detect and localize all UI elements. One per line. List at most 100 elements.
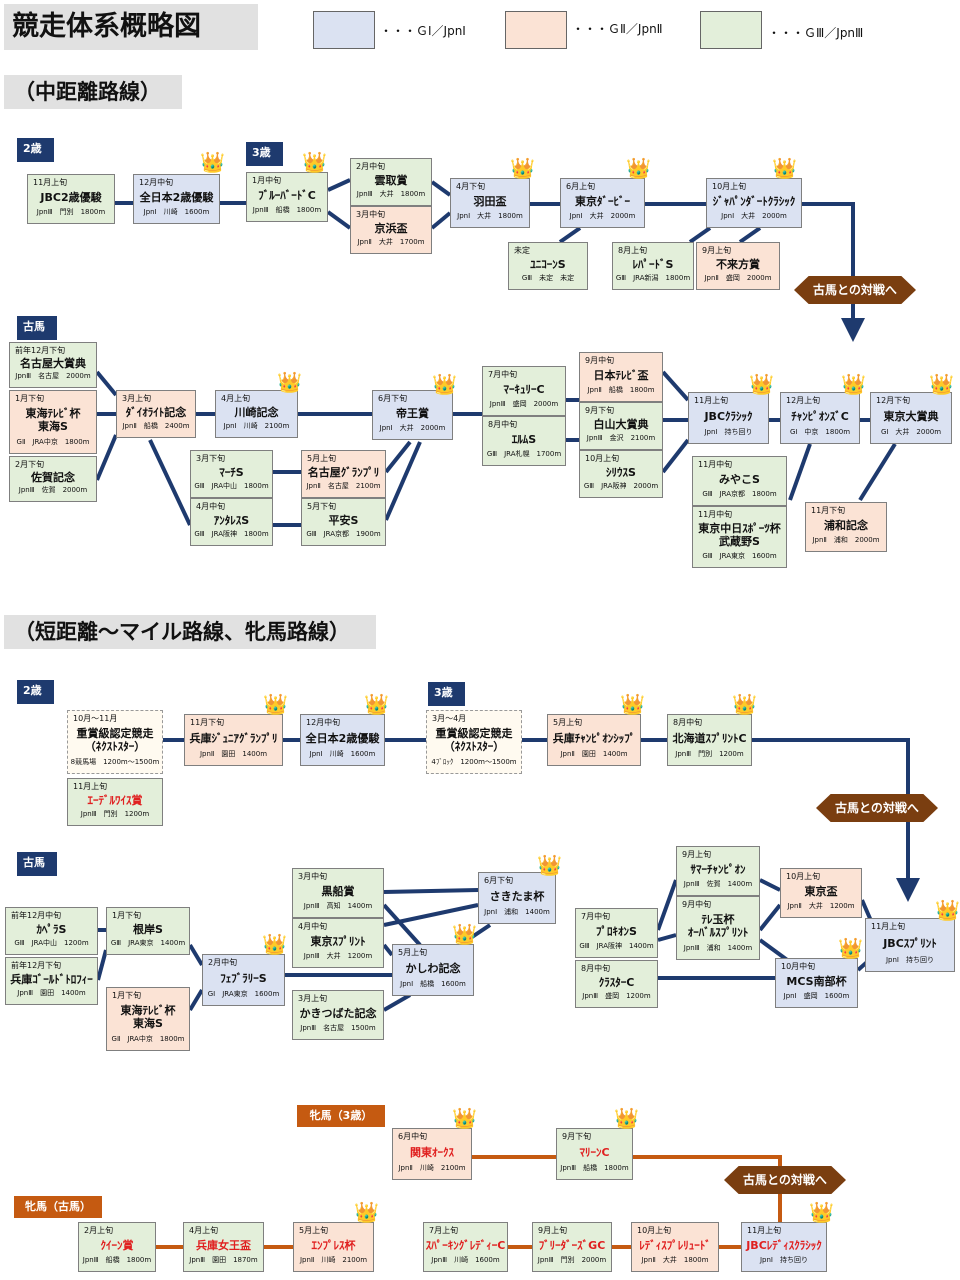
race-date: 12月中旬 [306, 718, 341, 727]
section-title-short: （短距離～マイル路線、牝馬路線） [4, 615, 376, 649]
race-name: JBC2歳優駿 [40, 191, 102, 204]
race-name: ｸｲｰﾝ賞 [100, 1239, 134, 1252]
crown-icon: 👑 [841, 372, 866, 396]
race-info: JpnⅠ 大井 2000m [379, 424, 446, 432]
race-info: GⅢ JRA東京 1400m [110, 939, 186, 947]
line-negishi-february [188, 943, 204, 967]
race-date: 10月上旬 [585, 454, 620, 463]
legend-label-g2: ・・・ＧⅡ／JpnⅡ [572, 22, 663, 36]
banner-to-older-middle: 古馬との対戦へ [794, 276, 916, 304]
line-kakitsubata-kashiwa [383, 993, 411, 1012]
race-info: GⅢ JRA新潟 1800m [615, 274, 691, 282]
age-label-old: 古馬 [17, 316, 57, 340]
line-kurofune-sakitama [383, 888, 479, 894]
race-info: GⅢ JRA東京 1600m [702, 552, 777, 560]
race-info: JpnⅢ 佐賀 2000m [18, 486, 88, 494]
race-name: 雲取賞 [374, 174, 408, 187]
race-name: 黒船賞 [321, 885, 355, 898]
race-name: ﾏｰﾁS [219, 466, 244, 479]
race-name: 兵庫ﾁｬﾝﾋﾟｵﾝｼｯﾌﾟ [552, 732, 636, 745]
race-date: 2月上旬 [84, 1226, 114, 1235]
section-title-middle: （中距離路線） [4, 75, 182, 109]
age-label-2yo: 2歳 [17, 138, 54, 162]
race-date: 12月中旬 [139, 178, 174, 187]
race-info: JpnⅠ 川崎 1600m [143, 208, 210, 216]
race-info: JpnⅡ 大井 1800m [641, 1256, 709, 1264]
race-info: JpnⅡ 大井 1700m [357, 238, 425, 246]
race-date: 9月中旬 [585, 356, 615, 365]
line-miyako-champions [788, 443, 812, 501]
race-name: ｶﾍﾟﾗS [36, 923, 67, 936]
line-hyogoGT-negishi [96, 949, 108, 981]
line-urawa-tokyodai [858, 442, 897, 502]
race-date: 3月上旬 [122, 394, 152, 403]
race-name: 根岸S [133, 923, 163, 936]
race-info: GⅢ JRA札幌 1700m [486, 450, 562, 458]
race-date: 8月中旬 [581, 964, 611, 973]
race-date: 7月中旬 [488, 370, 518, 379]
race-info: JpnⅡ 園田 1400m [199, 750, 268, 758]
legend-swatch-g1 [313, 11, 375, 49]
race-info: GⅢ JRA京都 1900m [306, 530, 381, 538]
race-info: JpnⅡ 船橋 1800m [587, 386, 655, 394]
race-name: みやこS [719, 473, 760, 486]
race-name: ﾕﾆｺｰﾝS [530, 258, 566, 271]
race-info: JpnⅢ 門別 2000m [537, 1256, 607, 1264]
race-name: かしわ記念 [405, 962, 461, 975]
crown-icon: 👑 [537, 853, 562, 877]
race-name: 東京ﾀﾞｰﾋﾞｰ [575, 195, 630, 208]
race-info: GⅢ 未定 未定 [521, 274, 575, 282]
race-name: 佐賀記念 [31, 471, 75, 484]
race-date: 4月中旬 [196, 502, 226, 511]
race-name: ｴﾝﾌﾟﾚｽ杯 [311, 1239, 356, 1252]
race-info: JpnⅡ 盛岡 2000m [704, 274, 772, 282]
race-info: JpnⅢ 佐賀 1400m [683, 880, 753, 888]
race-date: 3月～4月 [432, 714, 467, 723]
race-info: JpnⅢ 名古屋 2000m [15, 372, 91, 380]
race-date: 2月下旬 [15, 460, 45, 469]
race-info: JpnⅢ 大井 1200m [303, 952, 373, 960]
line-heian-teio [384, 441, 422, 521]
race-name: JBCｸﾗｼｯｸ [704, 410, 753, 423]
race-info: JpnⅡ 船橋 2400m [122, 422, 190, 430]
race-date: 11月中旬 [698, 510, 733, 519]
line-sirius-jbc [661, 438, 690, 474]
race-info: GⅢ JRA中山 1800m [194, 482, 269, 490]
race-name: 北海道ｽﾌﾟﾘﾝﾄC [672, 732, 747, 745]
line-tamaOval-tokyohai [758, 903, 782, 932]
race-date: 4月中旬 [298, 922, 328, 931]
race-date: 10月～11月 [73, 714, 118, 723]
line-procyon-summer [656, 879, 678, 931]
crown-icon: 👑 [354, 1200, 379, 1224]
race-name: ｴｰﾃﾞﾙﾜｲｽ賞 [87, 794, 143, 807]
race-info: JpnⅢ 盛岡 2000m [489, 400, 559, 408]
race-date: 5月上旬 [398, 948, 428, 957]
race-info: JpnⅠ 持ち回り [704, 428, 753, 436]
crown-icon: 👑 [364, 692, 389, 716]
crown-icon: 👑 [809, 1200, 834, 1224]
race-name: ﾚﾊﾟｰﾄﾞS [632, 258, 674, 271]
race-date: 8月上旬 [618, 246, 648, 255]
race-name: かきつばた記念 [299, 1007, 377, 1020]
race-box-next2: 10月～11月重賞級認定競走（ﾈｸｽﾄｽﾀｰ）8競馬場 1200m～1500m [67, 710, 163, 774]
race-date: 12月下旬 [876, 396, 911, 405]
page-title: 競走体系概略図 [4, 4, 258, 50]
